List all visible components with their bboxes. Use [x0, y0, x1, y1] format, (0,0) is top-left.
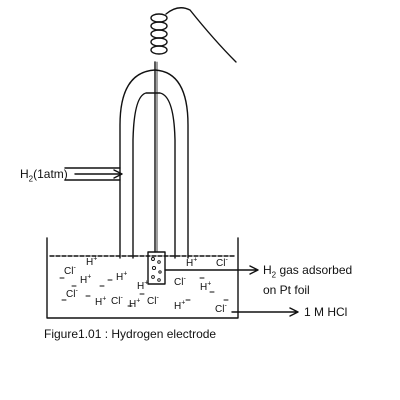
inlet-arrow: [74, 169, 123, 179]
ion-cl: Cl-: [215, 302, 227, 315]
solution-dashes: [59, 277, 229, 307]
adsorbed-label-line2: on Pt foil: [263, 283, 310, 297]
beaker: [46, 237, 239, 319]
electrolyte-label: 1 M HCl: [304, 305, 348, 319]
hydrogen-bubbles: [151, 257, 162, 282]
ion-cl: Cl-: [174, 275, 186, 288]
ion-cl: Cl-: [111, 294, 123, 307]
ion-h: H+: [174, 299, 186, 312]
ion-h: H+: [186, 256, 198, 269]
ion-h: H+: [95, 295, 107, 308]
ion-h: H+: [86, 255, 98, 268]
figure-caption: Figure1.01 : Hydrogen electrode: [44, 327, 217, 341]
ion-h: H+: [129, 297, 141, 310]
ion-h: H+: [116, 270, 128, 283]
glass-tube-outer: [119, 69, 189, 259]
h2-inlet-label: H2(1atm): [20, 167, 68, 184]
ion-h: H+: [200, 280, 212, 293]
ion-cl: Cl-: [64, 264, 76, 277]
ion-h: H+: [137, 279, 149, 292]
adsorbed-label: H2 gas adsorbed: [263, 263, 353, 280]
platinum-foil: [147, 251, 166, 285]
ion-cl: Cl-: [147, 294, 159, 307]
pointer-adsorbed: [164, 265, 259, 275]
ion-cl: Cl-: [216, 256, 228, 269]
wire-coil: [150, 13, 168, 55]
glass-tube-inner: [132, 92, 176, 259]
ion-h: H+: [80, 273, 92, 286]
ion-cl: Cl-: [66, 287, 78, 300]
gas-inlet-tube: [64, 167, 121, 181]
lead-wire: [165, 7, 237, 63]
pointer-hcl: [231, 307, 299, 317]
